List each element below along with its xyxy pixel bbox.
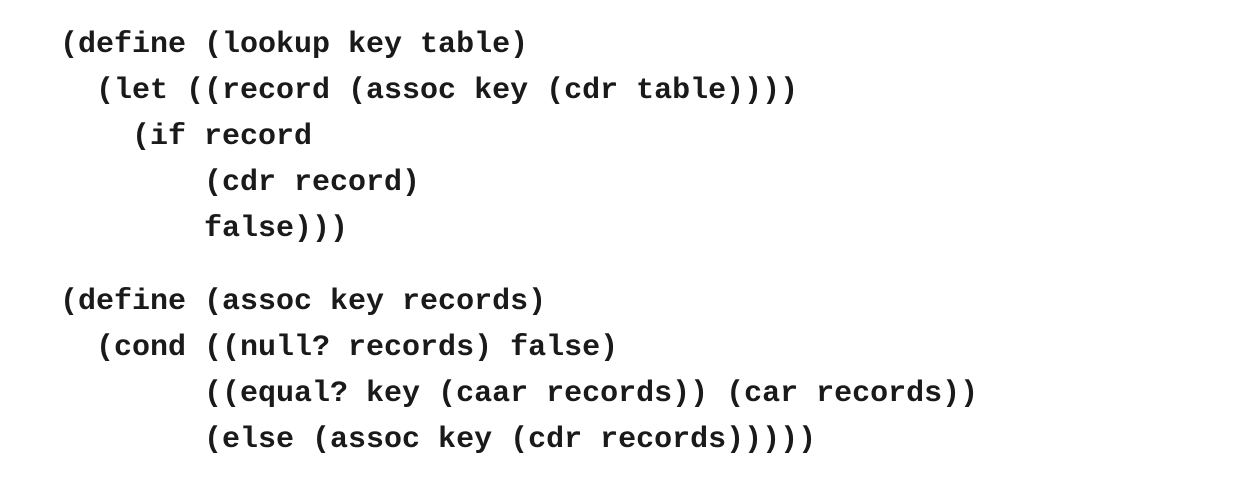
code-line: (let ((record (assoc key (cdr table)))) bbox=[60, 74, 799, 108]
code-line: (cdr record) bbox=[60, 166, 421, 200]
assoc-procedure-code: (define (assoc key records) (cond ((null… bbox=[60, 279, 978, 463]
code-line: (if record bbox=[60, 120, 313, 154]
code-line: ((equal? key (caar records)) (car record… bbox=[60, 377, 979, 411]
code-line: false))) bbox=[60, 212, 349, 246]
code-line: (cond ((null? records) false) bbox=[60, 331, 619, 365]
lookup-procedure-code: (define (lookup key table) (let ((record… bbox=[60, 22, 798, 252]
code-line: (define (lookup key table) bbox=[60, 28, 529, 62]
code-line: (else (assoc key (cdr records))))) bbox=[60, 423, 817, 457]
code-line: (define (assoc key records) bbox=[60, 285, 547, 319]
